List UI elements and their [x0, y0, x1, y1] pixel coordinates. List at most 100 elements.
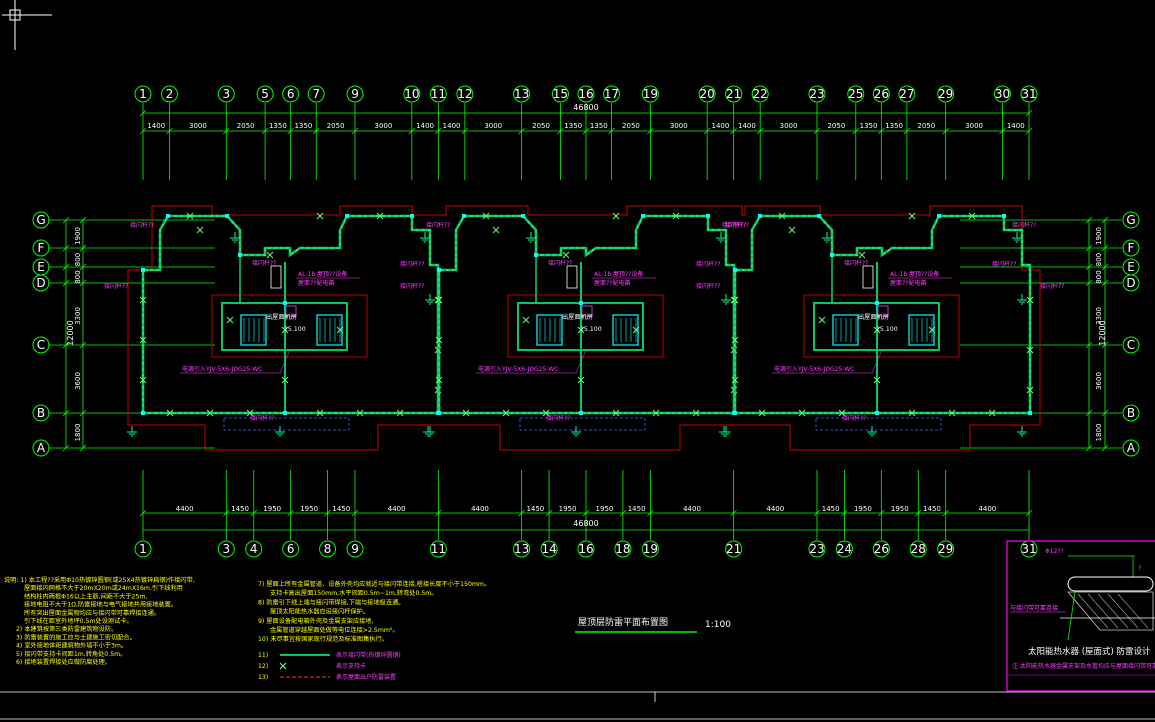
left-total-dim: 12000	[66, 320, 75, 345]
annotation: 接闪杆??	[426, 221, 450, 229]
axis-label: 29	[938, 542, 953, 556]
axis-bubble	[134, 85, 152, 103]
junction-node-icon	[758, 214, 762, 218]
row-axis-bubble	[1122, 239, 1140, 257]
axis-label: 13	[514, 542, 529, 556]
axis-label: 17	[604, 87, 619, 101]
row-dim-label: 1900	[74, 227, 82, 245]
panel-annotation: 屋面??配电箱	[594, 279, 630, 287]
cable-annotation: 电源引入YJV-5X6-JDG25-WC	[478, 365, 558, 373]
dim-label: 2050	[917, 122, 935, 130]
annotation: 接闪杆??	[252, 259, 276, 267]
detail-height-tag: Φ12??	[1045, 548, 1064, 555]
note-line: 结构柱内两根Φ16以上主筋,间距不大于25m,	[24, 592, 147, 600]
support-clip-icon	[196, 226, 204, 234]
equipment-icon	[316, 314, 343, 346]
axis-label: 11	[431, 542, 446, 556]
row-dim-label: 1800	[1095, 424, 1103, 442]
axis-bubble	[540, 540, 558, 558]
dim-label: 1350	[860, 122, 878, 130]
dim-label: 1450	[231, 505, 249, 513]
row-axis-label: E	[37, 260, 45, 274]
axis-bubble	[808, 85, 826, 103]
support-clip-icon	[838, 409, 846, 417]
support-clip-icon	[818, 316, 826, 324]
axis-label: 3	[222, 87, 230, 101]
equipment-icon	[612, 314, 639, 346]
axis-label: 9	[351, 542, 359, 556]
support-clip-icon	[873, 376, 881, 384]
row-axis-label: A	[1127, 441, 1136, 455]
ground-icon	[822, 232, 832, 243]
dim-label: 1950	[559, 505, 577, 513]
room-label: 出屋面机房	[266, 313, 297, 321]
panel-annotation: 屋面??配电箱	[890, 279, 926, 287]
dim-label: 1450	[923, 505, 941, 513]
axis-label: 26	[874, 542, 889, 556]
support-clip-icon	[731, 296, 739, 304]
row-dim-label: 800	[74, 253, 82, 266]
dim-label: 3000	[484, 122, 502, 130]
dim-label: 1350	[564, 122, 582, 130]
support-clip-icon	[692, 409, 700, 417]
support-clip-icon	[562, 251, 570, 259]
dim-label: 1350	[590, 122, 608, 130]
axis-label: 21	[726, 87, 741, 101]
junction-node-icon	[283, 411, 287, 415]
junction-node-icon	[437, 411, 441, 415]
solar-heater-detail: Φ12?? ? 与接闪带可靠连接 太阳能热水器 (屋面式) 防雷设计 注:太阳能…	[1006, 540, 1155, 692]
row-axis-label: F	[1128, 241, 1135, 255]
support-clip-icon	[652, 409, 660, 417]
junction-node-icon	[534, 253, 538, 257]
support-clip-icon	[206, 409, 214, 417]
support-clip-icon	[788, 226, 796, 234]
support-clip-icon	[139, 336, 147, 344]
support-clip-icon	[1026, 346, 1034, 354]
support-clip-icon	[435, 336, 443, 344]
row-axis-label: A	[37, 441, 46, 455]
axis-bubble	[282, 540, 300, 558]
support-clip-icon	[758, 409, 766, 417]
axis-label: 22	[753, 87, 768, 101]
note-line: 引下线在距室外地坪0.5m处设测试卡。	[24, 617, 133, 625]
row-axis-bubble	[32, 404, 50, 422]
design-notes-middle: 7) 屋面上所有金属管道、设备外壳均应就近与接闪带连接,搭接长度不小于150mm…	[258, 580, 490, 643]
distribution-panel-icon	[270, 265, 282, 289]
dim-label: 4400	[683, 505, 701, 513]
annotation: 接闪杆??	[696, 282, 720, 290]
support-clip-icon	[186, 212, 194, 220]
axis-bubble	[641, 540, 659, 558]
axis-bubble	[835, 540, 853, 558]
junction-node-icon	[410, 214, 414, 218]
dim-label: 2050	[532, 122, 550, 130]
row-axis-bubble	[1122, 336, 1140, 354]
junction-node-icon	[462, 214, 466, 218]
row-axis-bubble	[1122, 404, 1140, 422]
note-line: 10) 未尽事宜按国家现行规范及标准图集执行。	[258, 635, 388, 643]
axis-label: 11	[431, 87, 446, 101]
dim-label: 1450	[822, 505, 840, 513]
equipment-icon	[832, 314, 859, 346]
note-line: 说明: 1) 本工程??采用Φ10热镀锌圆钢(或25X4热镀锌扁钢)作接闪带,	[4, 576, 195, 584]
distribution-panel-icon	[566, 265, 578, 289]
axis-bubble	[937, 540, 955, 558]
axis-label: 24	[837, 542, 852, 556]
dim-label: 1400	[1007, 122, 1025, 130]
equipment-icon	[536, 314, 563, 346]
room-elevation: 15.100	[284, 326, 306, 333]
support-clip-icon	[246, 409, 254, 417]
ground-icon	[1017, 426, 1027, 437]
legend-number: 12)	[258, 663, 268, 670]
axis-bubble	[698, 85, 716, 103]
detail-dim-tag: ?	[1138, 565, 1141, 572]
annotation: 接闪杆??	[844, 259, 868, 267]
dim-label: 3000	[780, 122, 798, 130]
support-clip-icon	[281, 376, 289, 384]
annotation: 接闪杆??	[696, 260, 720, 268]
note-line: 接地电阻不大于1Ω,防雷接地与电气接地共用接地装置。	[24, 601, 177, 609]
axis-label: 5	[261, 87, 269, 101]
axis-label: 31	[1021, 542, 1036, 556]
dim-label: 4400	[176, 505, 194, 513]
room-label: 出屋面机房	[858, 313, 889, 321]
